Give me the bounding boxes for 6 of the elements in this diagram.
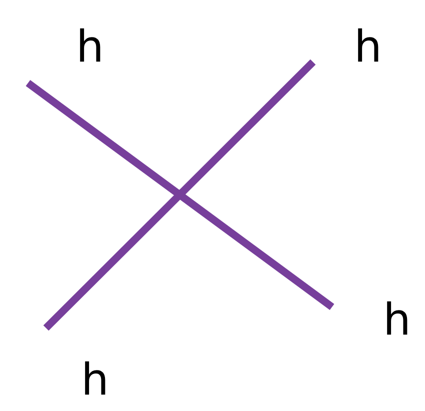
particle-label: h bbox=[85, 361, 106, 395]
particle-line bbox=[26, 80, 334, 310]
particle-label: h bbox=[80, 28, 100, 62]
particle-label: h bbox=[358, 28, 378, 62]
particle-label: h bbox=[387, 301, 408, 335]
particle-line bbox=[43, 59, 316, 331]
